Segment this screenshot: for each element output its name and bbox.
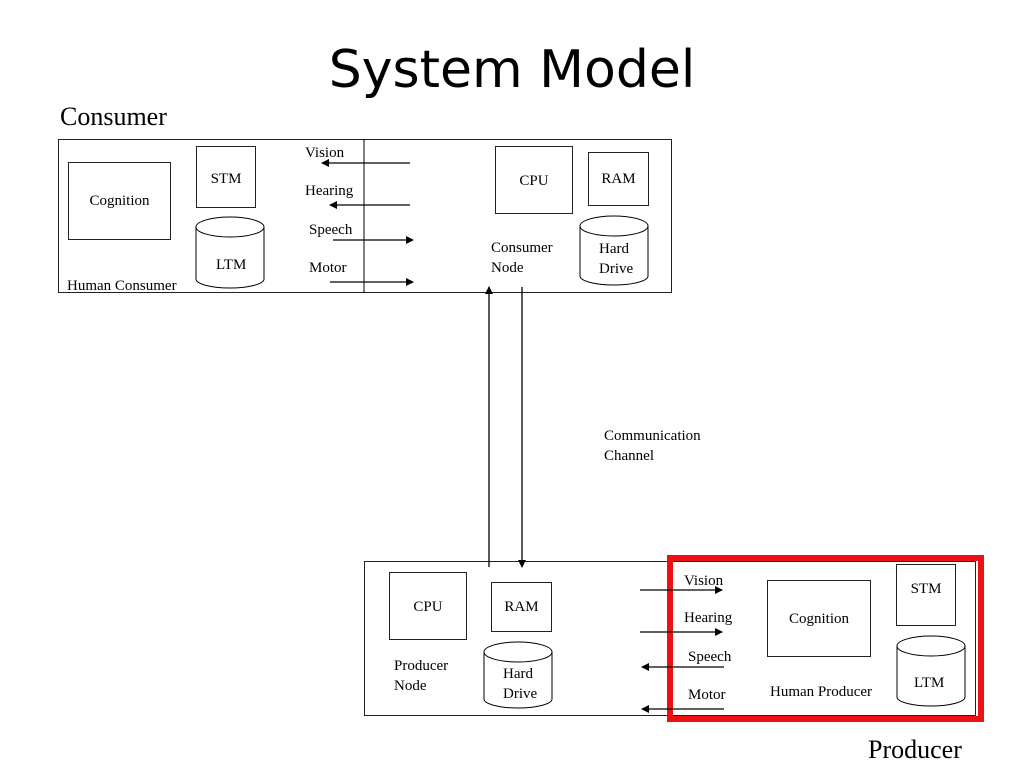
producer-ltm-overlay-label: LTM xyxy=(914,675,945,691)
consumer-ram-box: RAM xyxy=(588,152,649,206)
consumer-stm-label: STM xyxy=(210,171,242,187)
producer-ltm-cylinder xyxy=(896,635,966,707)
producer-hard-drive-overlay-label: Hard Drive xyxy=(503,666,538,702)
page-title: System Model xyxy=(328,40,696,100)
producer-human-label: Human Producer xyxy=(770,684,873,700)
producer-cognition-box: Cognition xyxy=(767,580,871,657)
consumer-ram-label: RAM xyxy=(601,171,636,187)
producer-cognition-label: Cognition xyxy=(788,610,849,627)
producer-channel-motor: Motor xyxy=(688,687,726,703)
consumer-human-label: Human Consumer xyxy=(67,278,177,294)
consumer-hard-drive-overlay-label: Hard Drive xyxy=(599,241,634,277)
producer-stm-box: STM xyxy=(896,564,956,626)
producer-ram-label: RAM xyxy=(504,599,539,615)
producer-highlight-frame xyxy=(667,555,984,722)
consumer-cognition-label: Cognition xyxy=(89,193,150,209)
producer-ram-box: RAM xyxy=(491,582,552,632)
consumer-hard-drive-cylinder xyxy=(579,215,649,286)
consumer-ltm-overlay-label: LTM xyxy=(216,257,247,273)
producer-cpu-label: CPU xyxy=(413,599,443,615)
producer-hard-drive-cylinder xyxy=(483,641,553,709)
producer-section-label: Producer xyxy=(868,735,962,764)
consumer-section-label: Consumer xyxy=(60,102,167,131)
producer-node-label: Producer Node xyxy=(394,658,449,694)
consumer-cognition-box: Cognition xyxy=(68,162,171,240)
consumer-channel-speech: Speech xyxy=(309,222,353,238)
producer-channel-speech: Speech xyxy=(688,649,732,665)
consumer-channel-vision: Vision xyxy=(305,145,345,161)
consumer-channel-hearing: Hearing xyxy=(305,183,354,199)
consumer-cpu-box: CPU xyxy=(495,146,573,214)
consumer-node-label: Consumer Node xyxy=(491,240,553,276)
consumer-ltm-cylinder xyxy=(195,216,265,289)
consumer-stm-box: STM xyxy=(196,146,256,208)
producer-channel-vision: Vision xyxy=(684,573,724,589)
producer-stm-label: STM xyxy=(910,581,942,597)
producer-cpu-box: CPU xyxy=(389,572,467,640)
communication-channel-label: Communication Channel xyxy=(604,428,701,464)
consumer-channel-motor: Motor xyxy=(309,260,347,276)
producer-channel-hearing: Hearing xyxy=(684,610,733,626)
consumer-cpu-label: CPU xyxy=(519,173,549,189)
